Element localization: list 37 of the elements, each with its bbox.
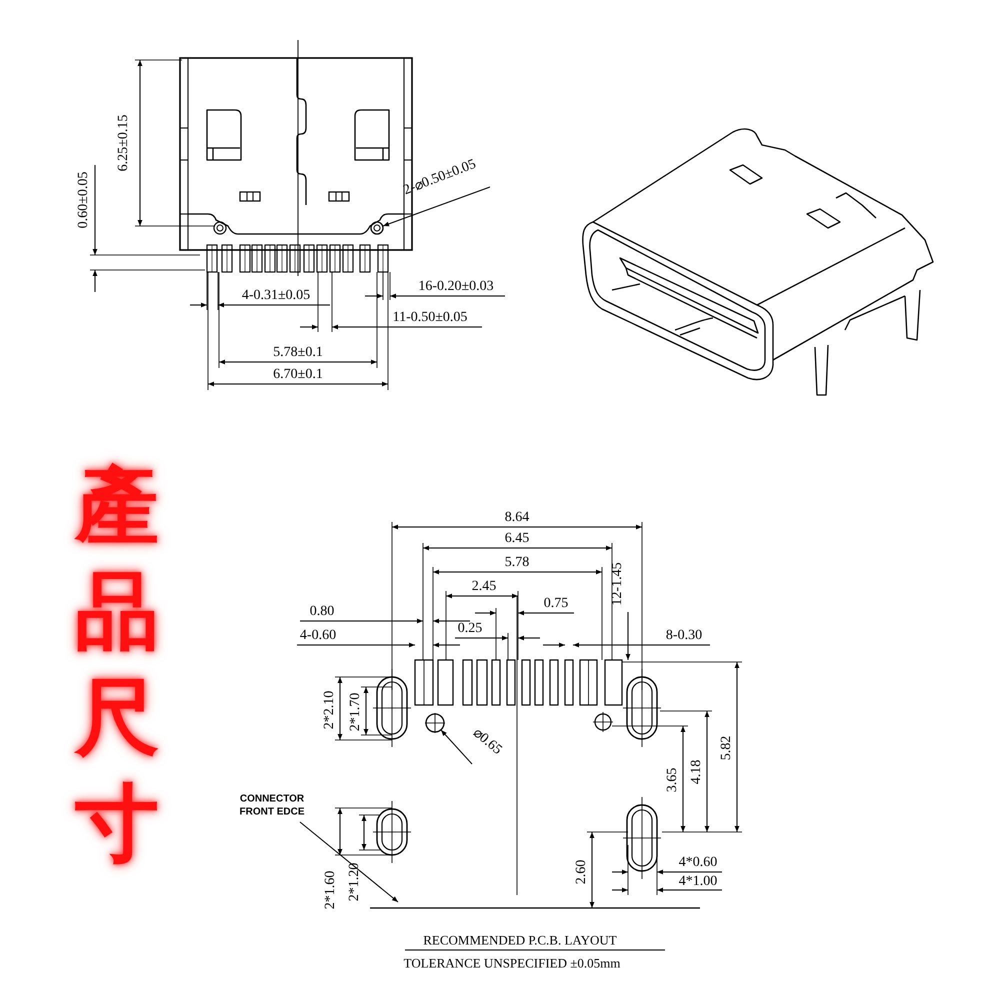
note-text: TOLERANCE UNSPECIFIED ±0.05mm (404, 956, 620, 970)
dimension-label: 11-0.50±0.05 (392, 311, 468, 325)
dimension-label: 2*1.70 (349, 692, 363, 732)
dimension-label: 16-0.20±0.03 (418, 280, 494, 294)
dimension-label: 5.78±0.1 (273, 346, 323, 360)
title: 產品尺寸 (73, 455, 160, 874)
dimension-label: 6.70±0.1 (273, 368, 323, 382)
dimension-label: 3.65 (666, 768, 680, 792)
mounting-hole (370, 221, 384, 235)
mounting-hole (425, 713, 445, 733)
dimension-label: 2.60 (575, 860, 589, 884)
dimension-label: 5.78 (504, 556, 530, 570)
dimension-label: 4*1.00 (678, 875, 718, 889)
dimension-label: 12-1.45 (611, 562, 625, 606)
leader-line (440, 730, 472, 764)
leader-line (300, 822, 398, 902)
dimension-label: 4*0.60 (678, 856, 718, 870)
leader-line (382, 186, 490, 226)
dimension-label: 0.75 (544, 597, 568, 611)
dimension-label: 6.45 (504, 532, 530, 546)
leader-label: CONNECTOR FRONT EDCE (232, 794, 312, 818)
dimension-label: 8.64 (504, 511, 530, 525)
dimension-label: 0.80 (310, 605, 334, 619)
dimension-label: 0.25 (458, 622, 482, 636)
dimension-label: 4.18 (690, 760, 704, 784)
dimension-label: 2*1.20 (348, 862, 362, 902)
dimension-label: 2*1.60 (324, 870, 338, 910)
leader-label: ⌀0.65 (470, 726, 504, 758)
dimension-label: 2*2.10 (323, 690, 337, 730)
note-text: RECOMMENDED P.C.B. LAYOUT (423, 934, 617, 946)
dimension-label: 4-0.31±0.05 (242, 289, 310, 303)
dimension-label: 0.60±0.05 (77, 172, 91, 228)
dimension-label: 5.82 (720, 736, 734, 760)
dimension-label: 2.45 (472, 580, 496, 594)
dimension-label: 4-0.60 (300, 629, 336, 643)
dimension-label: 8-0.30 (666, 629, 702, 643)
dimension-label: 6.25±0.15 (117, 114, 131, 172)
